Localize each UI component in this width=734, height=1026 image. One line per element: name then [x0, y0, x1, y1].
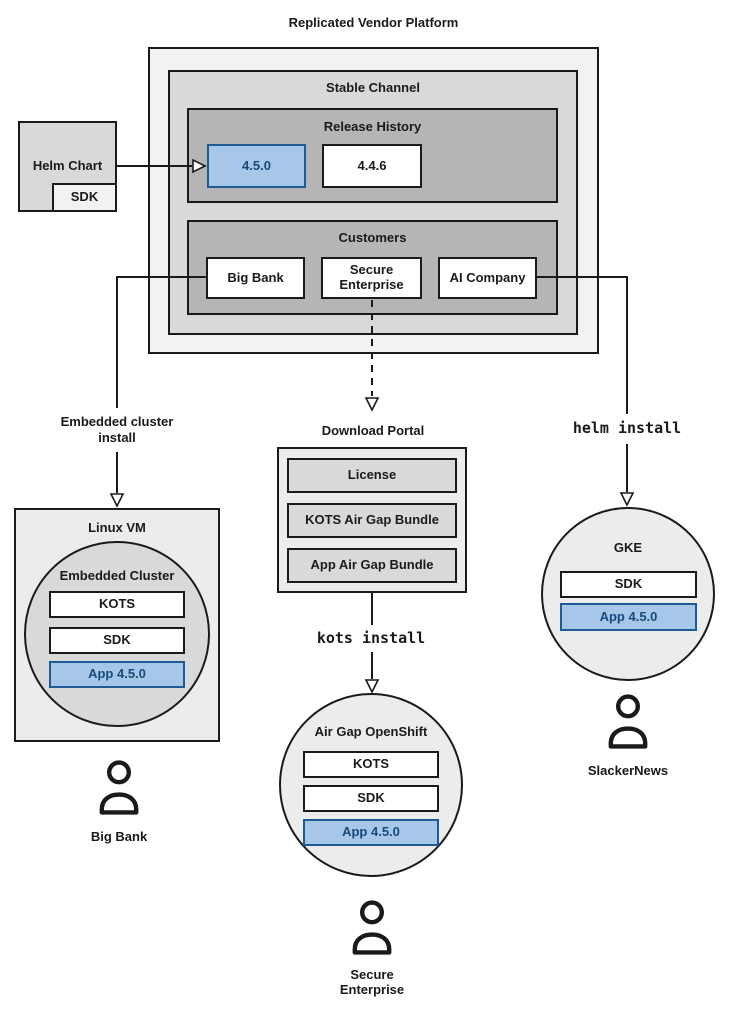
- arrowhead-down: [364, 397, 380, 412]
- release-history-label: Release History: [323, 119, 422, 134]
- user-label-line1: Secure: [350, 967, 394, 982]
- user-label-line2: Enterprise: [339, 982, 405, 997]
- user-body: [352, 932, 392, 955]
- arrowhead-down: [619, 492, 635, 507]
- user-body: [608, 726, 648, 749]
- app-box-highlighted: App 4.5.0: [303, 819, 439, 846]
- component-box-kots: KOTS: [303, 751, 439, 778]
- helm-chart-label: Helm Chart: [32, 158, 103, 173]
- helm-chart-sdk-box: SDK: [52, 183, 117, 212]
- air-gap-openshift-label: Air Gap OpenShift: [314, 724, 428, 739]
- user-head: [107, 760, 132, 785]
- component-box-sdk: SDK: [49, 627, 185, 654]
- customers-label: Customers: [338, 230, 407, 245]
- embedded-install-label-line2: install: [98, 430, 136, 445]
- customer-item-ai-company: AI Company: [438, 257, 537, 299]
- release-item-highlighted: 4.5.0: [207, 144, 306, 188]
- app-box-highlighted: App 4.5.0: [49, 661, 185, 688]
- user-head: [616, 694, 641, 719]
- portal-item-license: License: [287, 458, 457, 493]
- customer-item-big-bank: Big Bank: [206, 257, 305, 299]
- component-box-kots: KOTS: [49, 591, 185, 618]
- user-icon: [352, 900, 392, 955]
- user-label-big-bank: Big Bank: [90, 829, 148, 844]
- release-item: 4.4.6: [322, 144, 422, 188]
- arrowhead-down: [364, 679, 380, 694]
- arrowhead-down: [109, 493, 125, 508]
- portal-item-app-bundle: App Air Gap Bundle: [287, 548, 457, 583]
- user-icon: [99, 760, 139, 815]
- helm-install-command-label: helm install: [572, 419, 682, 437]
- embedded-install-label-line1: Embedded cluster: [60, 414, 174, 429]
- user-body: [99, 792, 139, 815]
- linux-vm-label: Linux VM: [88, 520, 146, 535]
- component-box-sdk: SDK: [303, 785, 439, 812]
- portal-item-kots-bundle: KOTS Air Gap Bundle: [287, 503, 457, 538]
- embedded-install-label: Embedded cluster install: [37, 414, 197, 446]
- gke-label: GKE: [613, 540, 643, 555]
- embedded-cluster-label: Embedded Cluster: [59, 568, 175, 583]
- app-box-highlighted: App 4.5.0: [560, 603, 697, 631]
- component-box-sdk: SDK: [560, 571, 697, 598]
- user-head: [360, 900, 385, 925]
- kots-install-command-label: kots install: [316, 629, 426, 647]
- user-label-secure-enterprise: Secure Enterprise: [312, 967, 432, 997]
- diagram-title: Replicated Vendor Platform: [288, 15, 459, 30]
- customer-item-secure-enterprise: Secure Enterprise: [321, 257, 422, 299]
- stable-channel-label: Stable Channel: [326, 80, 420, 95]
- download-portal-label: Download Portal: [321, 423, 425, 438]
- user-icon: [608, 694, 648, 749]
- user-label-slackernews: SlackerNews: [587, 763, 669, 778]
